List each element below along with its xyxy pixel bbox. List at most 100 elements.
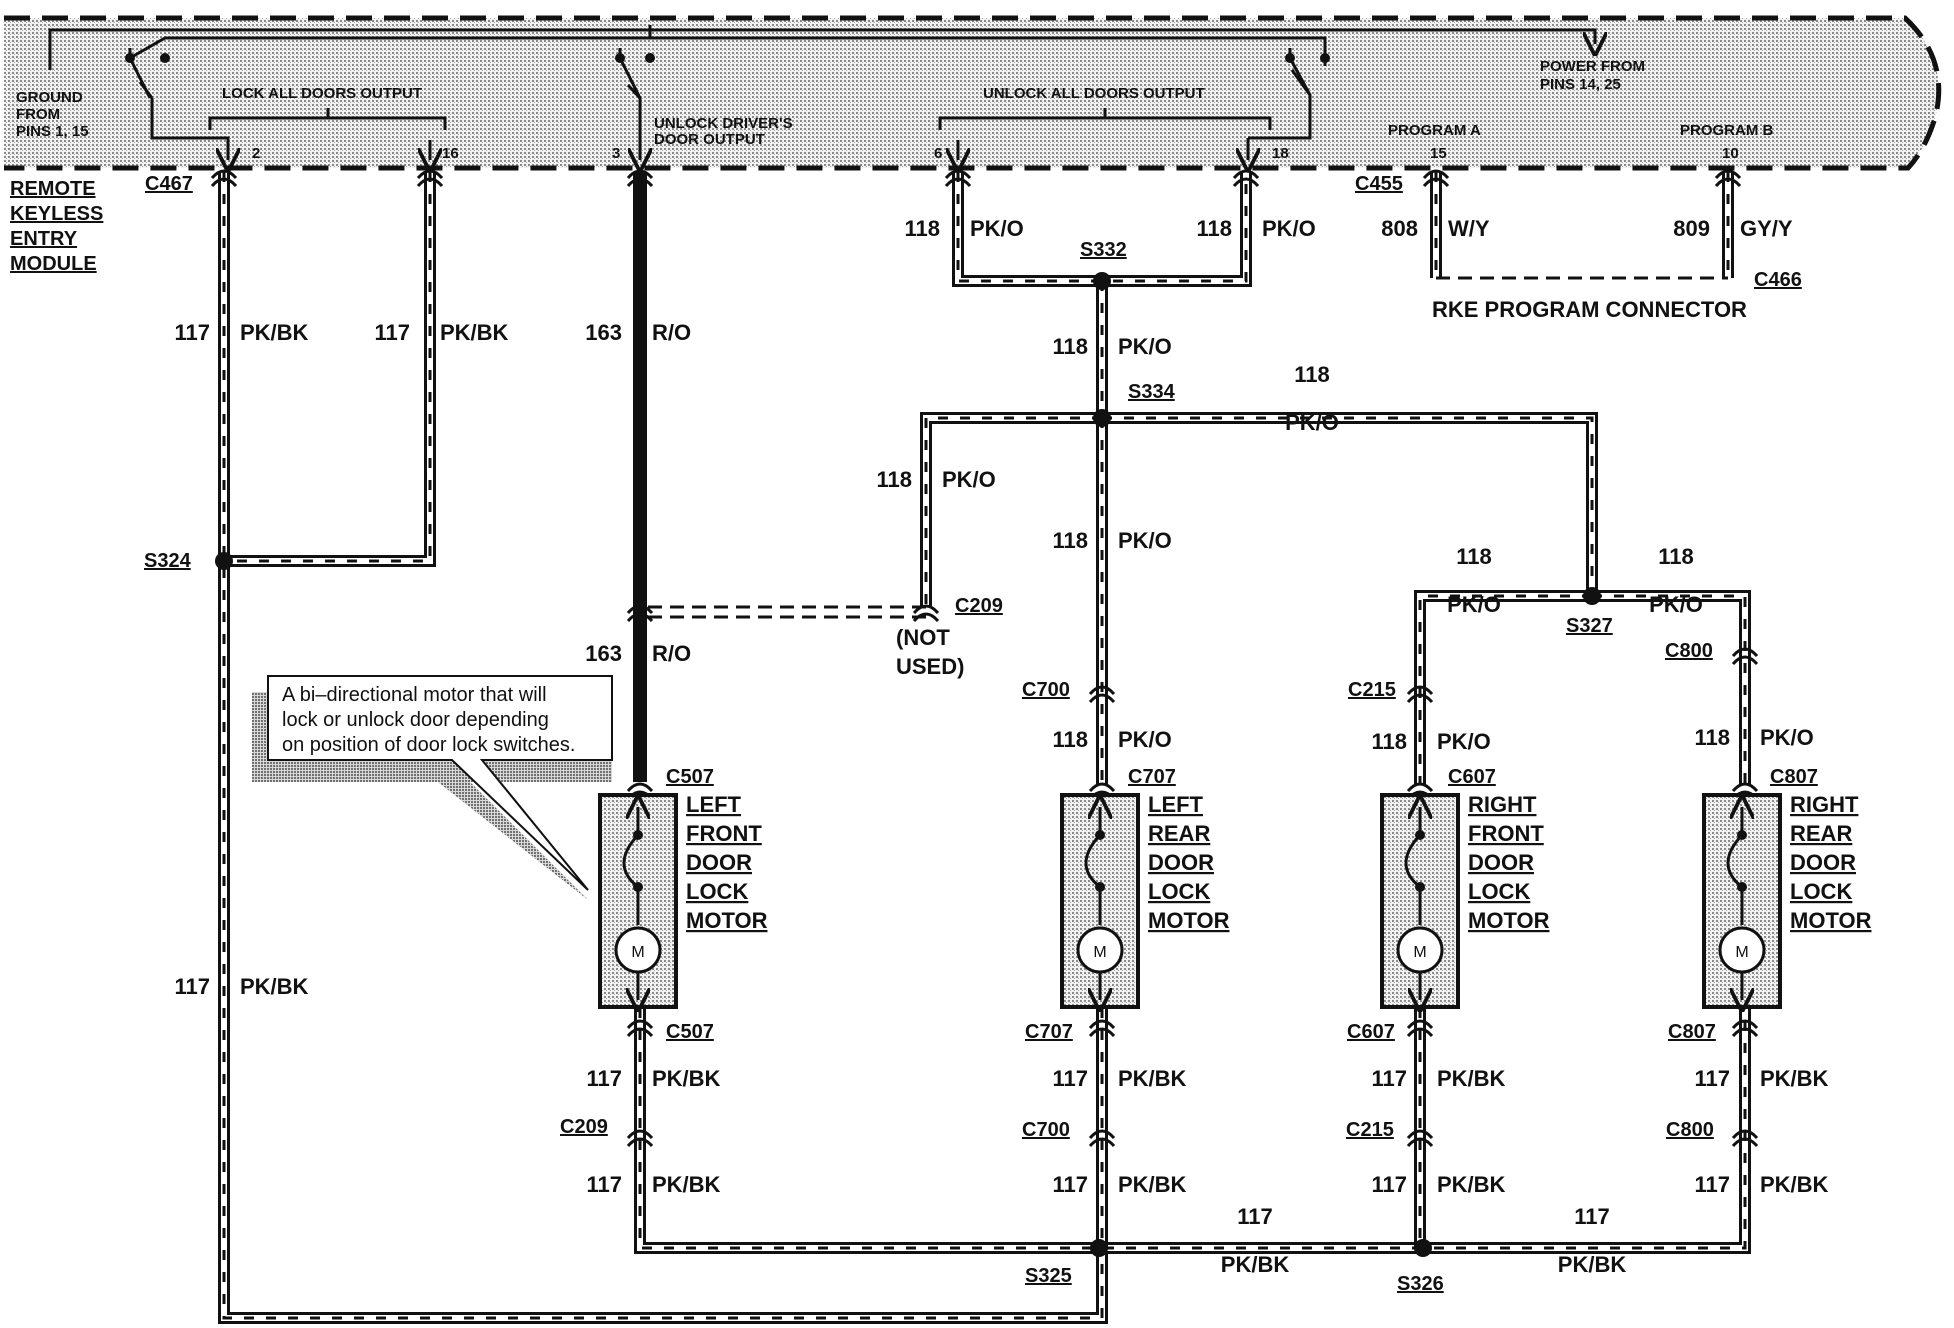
motor-label-line: RIGHT [1468,792,1537,817]
wire-color: PK/BK [1118,1066,1187,1091]
circuit-number: 118 [1053,528,1089,553]
circuit-number: 117 [1574,1204,1610,1229]
splice-s327 [1583,587,1601,605]
program-a-label: PROGRAM A [1388,122,1481,139]
unlock-driver-label-2: DOOR OUTPUT [654,131,765,148]
motor-label-line: MOTOR [1790,908,1872,933]
circuit-number: 163 [585,320,622,345]
motor-label-line: LEFT [1148,792,1204,817]
wire-color: PK/BK [1221,1252,1290,1277]
splice-s326 [1414,1239,1432,1257]
motor-label-line: DOOR [1790,850,1856,875]
circuit-number: 117 [175,974,211,999]
module-name-4: MODULE [10,253,97,275]
label-c800-bottom: C800 [1666,1119,1714,1141]
circuit-number: 118 [1197,216,1233,241]
remote-keyless-entry-module: GROUND FROM PINS 1, 15 LOCK ALL DOORS OU… [4,15,1942,168]
pin-2: 2 [252,145,260,162]
motor-symbol [1076,926,1124,974]
wire-11 [1592,590,1751,785]
wire-color: PK/BK [1760,1172,1829,1197]
callout: A bi–directional motor that will lock or… [252,675,613,900]
label-c455: C455 [1355,173,1403,195]
splice-s325 [1090,1239,1108,1257]
motor-label-line: REAR [1790,821,1852,846]
motor-label-line: RIGHT [1790,792,1859,817]
wire-color: PK/BK [1760,1066,1829,1091]
connector-mark-11 [1731,647,1759,666]
circuit-number: 118 [1372,729,1408,754]
motor-label-line: REAR [1148,821,1210,846]
circuit-number: 118 [1053,334,1089,359]
wires [218,172,1751,1324]
wire-8 [1102,412,1598,596]
pin-18: 18 [1272,145,1289,162]
wire-color: W/Y [1448,216,1490,241]
connector-mark-10 [1406,685,1434,704]
wire-color: PK/O [1118,334,1172,359]
motor-label-line: DOOR [686,850,752,875]
callout-bubble [267,675,613,891]
callout-line-3: on position of door lock switches. [282,734,576,756]
connector-labels: C467 C455 C466 S332 S334 S324 C209 S327 … [144,173,1818,1295]
wire-1 [224,172,436,567]
unlock-all-doors-label: UNLOCK ALL DOORS OUTPUT [983,85,1205,102]
circuit-number: 118 [1456,544,1492,569]
label-s332: S332 [1080,239,1127,261]
door-lock-motors: MLEFTFRONTDOORLOCKMOTORMLEFTREARDOORLOCK… [598,792,1872,1007]
motor-m-label: M [631,944,644,961]
wire-color: PK/O [1118,528,1172,553]
not-used-label-2: USED) [896,654,964,679]
motor-symbol [614,926,662,974]
circuit-number: 117 [1695,1066,1731,1091]
motor-label-line: DOOR [1468,850,1534,875]
connector-mark-0 [210,169,238,188]
wire-color: PK/O [1285,410,1339,435]
motor-symbol [1718,926,1766,974]
wire-color: PK/BK [1118,1172,1187,1197]
wire-color: PK/O [1262,216,1316,241]
c209-dashed-link [648,605,930,619]
wire-11-stripe [1592,594,1747,785]
wire-color: PK/O [1447,592,1501,617]
circuit-number: 117 [1372,1066,1408,1091]
connector-mark-2 [626,169,654,188]
connector-mark-8 [912,604,940,623]
circuit-number: 808 [1381,216,1418,241]
wire-color: PK/BK [440,320,509,345]
motor-label-line: LOCK [686,879,748,904]
connector-mark-21 [1088,1129,1116,1148]
splices [215,272,1601,1257]
lock-all-doors-label: LOCK ALL DOORS OUTPUT [222,85,422,102]
label-c807-top: C807 [1770,766,1818,788]
circuit-number: 163 [585,641,622,666]
wire-12-stripe [638,1008,1747,1250]
motor-m-label: M [1735,944,1748,961]
connector-mark-22 [1406,1129,1434,1148]
wire-color: PK/O [1118,727,1172,752]
circuit-number: 118 [1658,544,1694,569]
switch-arc [1404,833,1422,889]
motor-label-line: FRONT [1468,821,1544,846]
label-c607-bottom: C607 [1347,1021,1395,1043]
label-c507-bottom: C507 [666,1021,714,1043]
connector-mark-23 [1731,1129,1759,1148]
circuit-number: 117 [587,1172,623,1197]
output-brackets [208,108,1272,130]
pin-arrows [228,138,1248,160]
circuit-number: 118 [905,216,941,241]
program-b-label: PROGRAM B [1680,122,1774,139]
motor-label-line: MOTOR [1468,908,1550,933]
switch-arc [622,833,640,889]
pin-3: 3 [612,145,620,162]
switch-arc [1084,833,1102,889]
wire-8-core [1102,415,1595,596]
connector-mark-9 [1088,685,1116,704]
connector-mark-16 [626,1019,654,1038]
pin-16: 16 [442,145,459,162]
